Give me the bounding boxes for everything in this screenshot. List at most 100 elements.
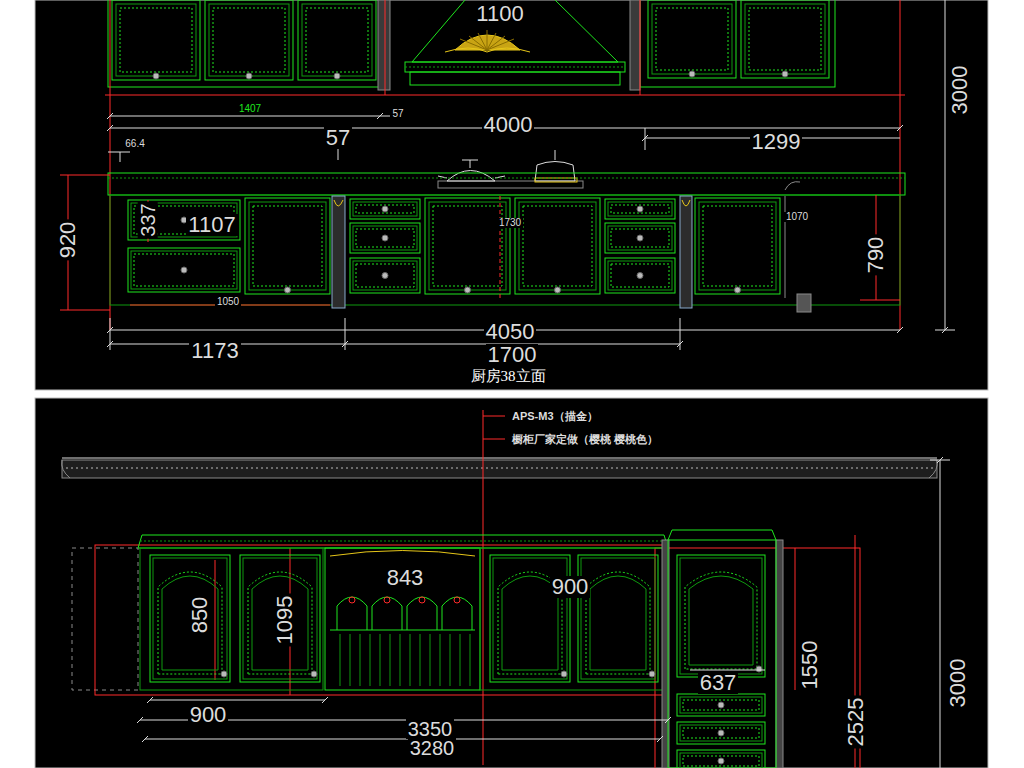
dimension-number: 1730 [497, 218, 523, 228]
line [940, 460, 941, 768]
outline [611, 229, 669, 247]
dimension-number: 900 [550, 576, 591, 598]
dimension-number: 900 [188, 704, 229, 726]
shape [685, 572, 757, 669]
knob [181, 267, 187, 273]
outline [108, 0, 383, 87]
shape [158, 572, 222, 674]
outline [578, 555, 658, 682]
outline [677, 555, 765, 677]
outline [205, 0, 293, 80]
outline [72, 548, 138, 690]
line [107, 113, 113, 119]
dimension-number: 1107 [186, 214, 237, 236]
outline [680, 558, 762, 674]
line [400, 634, 401, 686]
shape [590, 576, 646, 670]
outline [680, 697, 762, 713]
knob [153, 73, 159, 79]
line [795, 548, 796, 690]
line [147, 697, 153, 703]
line [665, 717, 671, 723]
dimension-number: 790 [865, 235, 887, 276]
knob [465, 287, 471, 293]
line [108, 178, 905, 179]
line [350, 634, 351, 686]
outline [741, 0, 829, 78]
line [110, 116, 380, 117]
line [430, 634, 431, 686]
dimension-number: 3350 [406, 719, 455, 739]
line [930, 460, 950, 461]
outline [776, 540, 783, 768]
outline [677, 722, 765, 744]
line [370, 634, 371, 686]
outline [128, 248, 240, 292]
shape [447, 171, 495, 182]
line [450, 634, 451, 686]
knob [782, 71, 788, 77]
outline [749, 8, 821, 70]
line [945, 0, 946, 330]
ornament [384, 597, 390, 603]
line [680, 318, 681, 350]
line [360, 634, 361, 686]
dimension-number: 3280 [408, 738, 457, 758]
outline [640, 0, 835, 87]
outline [425, 198, 510, 294]
line [420, 634, 421, 686]
line [410, 634, 411, 686]
outline [153, 558, 227, 679]
shape [330, 551, 475, 557]
outline [120, 8, 192, 72]
ornament [349, 597, 355, 603]
line [897, 125, 903, 131]
dimension-number: 66.4 [123, 139, 146, 149]
line [60, 310, 110, 311]
material-note: APS-M3（描金） [510, 411, 600, 422]
outline [433, 206, 502, 286]
shape [248, 572, 312, 674]
dimension-number: 843 [385, 567, 426, 589]
shape [586, 572, 650, 674]
line [385, 0, 386, 95]
outline [140, 548, 323, 690]
outline [95, 545, 667, 695]
knob [637, 273, 643, 279]
outline [350, 223, 420, 253]
outline [695, 198, 780, 294]
outline [356, 264, 414, 287]
outline [243, 558, 317, 679]
outline [611, 264, 669, 287]
shape [445, 48, 530, 52]
outline [209, 4, 289, 76]
knob [718, 702, 724, 708]
line [390, 634, 391, 686]
outline [535, 178, 577, 182]
knob [311, 671, 317, 677]
line [478, 33, 487, 50]
outline [213, 8, 285, 72]
line [345, 318, 346, 350]
line [897, 327, 903, 333]
outline [356, 205, 414, 213]
line [935, 330, 955, 331]
knob [649, 671, 655, 677]
outline [605, 258, 675, 293]
outline [108, 173, 905, 195]
line [462, 160, 478, 161]
line [500, 196, 501, 300]
outline [608, 202, 672, 216]
outline [680, 725, 762, 741]
dimension-number: 337 [138, 201, 158, 238]
shape [162, 576, 218, 670]
outline [677, 694, 765, 716]
line [460, 634, 461, 686]
shape [407, 597, 437, 630]
line [657, 736, 663, 742]
outline [648, 0, 736, 78]
outline [677, 750, 765, 768]
line [62, 458, 937, 459]
outline [405, 62, 625, 72]
